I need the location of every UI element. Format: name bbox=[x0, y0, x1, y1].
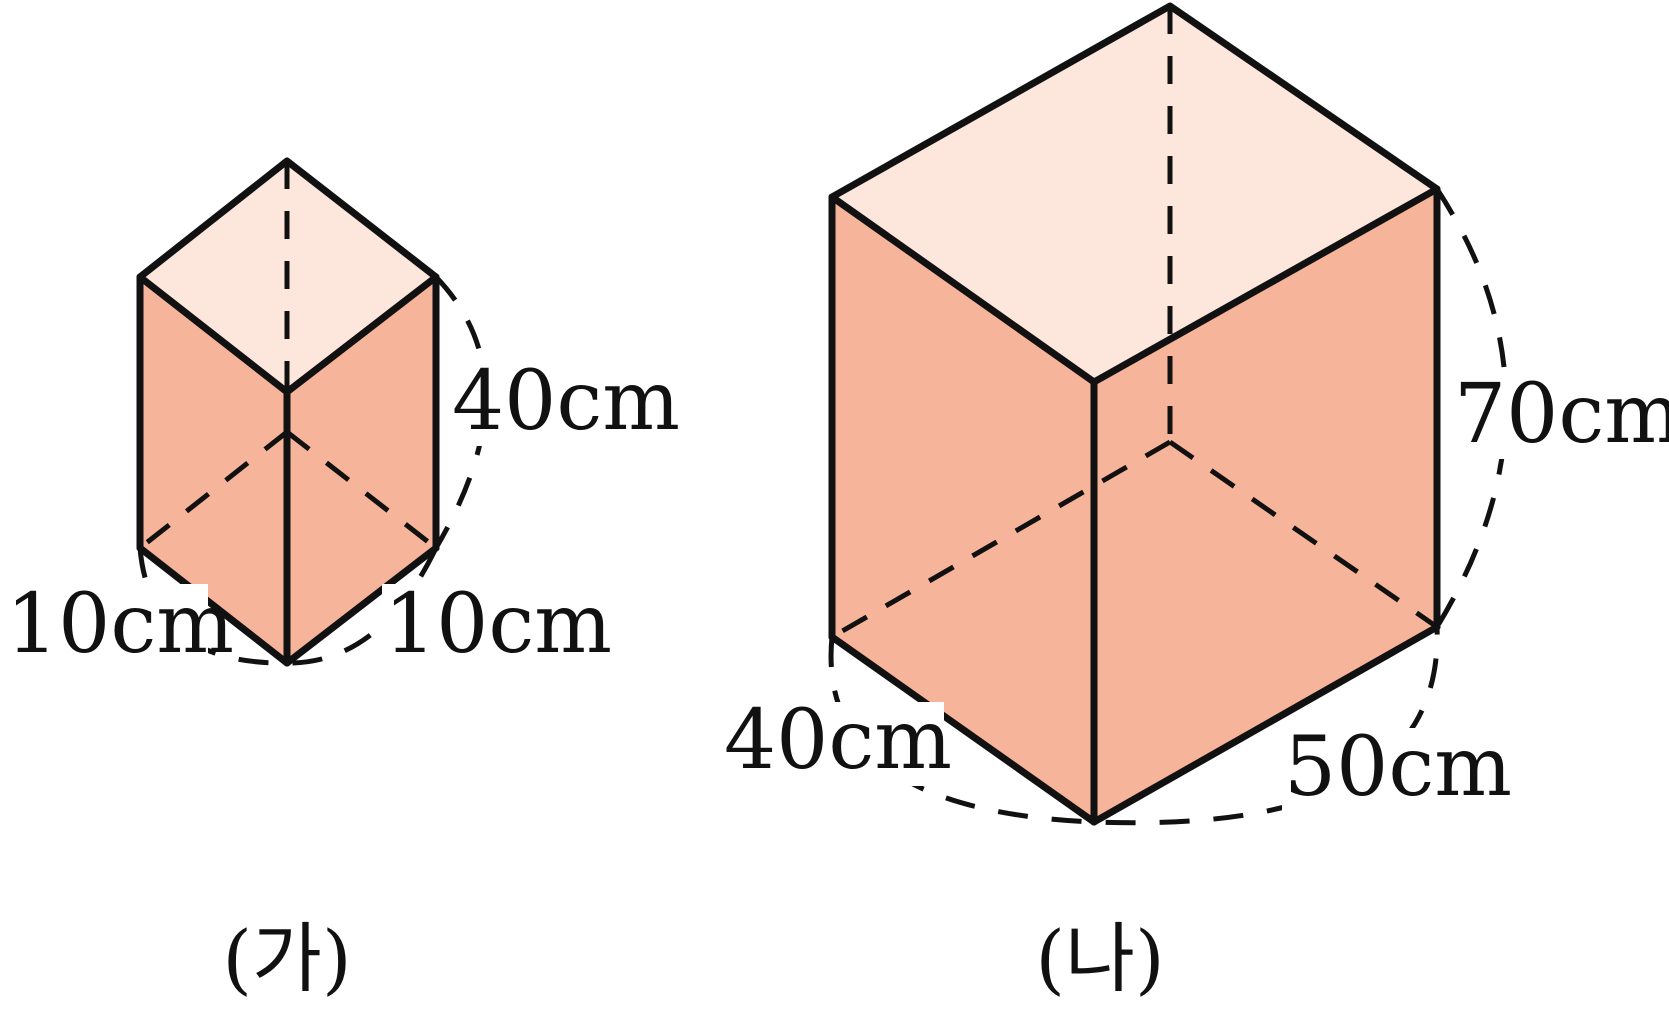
prism-ga-height-label: 40cm bbox=[452, 354, 680, 449]
prism-na-right-base-label: 50cm bbox=[1284, 720, 1512, 815]
prism-na-height-label-bg bbox=[1452, 375, 1666, 459]
prism-ga-hidden-edges bbox=[138, 161, 438, 550]
prism-na-hidden-edges bbox=[830, 6, 1439, 640]
prism-ga-left-base-label-bg bbox=[4, 584, 208, 668]
prism-na-top-face bbox=[832, 6, 1437, 382]
prism-ga-left-base-label: 10cm bbox=[6, 577, 234, 672]
prism-na-right-base-label-bg bbox=[1282, 728, 1504, 812]
prism-na-left-face bbox=[832, 197, 1094, 822]
prism-ga-right-face bbox=[287, 277, 436, 663]
prism-na-height-label: 70cm bbox=[1454, 367, 1669, 462]
prism-ga: 40cm 10cm 10cm (가) bbox=[4, 157, 680, 1003]
prism-ga-right-base-label-bg bbox=[382, 584, 592, 668]
prism-na: 70cm 40cm 50cm (나) bbox=[722, 2, 1669, 1003]
prism-ga-caption: (가) bbox=[222, 914, 351, 1003]
prism-na-left-base-label-bg bbox=[722, 702, 944, 786]
prism-ga-right-base-label: 10cm bbox=[384, 577, 612, 672]
prism-ga-height-label-bg bbox=[450, 362, 675, 446]
prism-na-left-base-label: 40cm bbox=[724, 693, 952, 788]
prism-ga-left-face bbox=[140, 277, 287, 663]
prism-na-caption: (나) bbox=[1035, 914, 1164, 1003]
